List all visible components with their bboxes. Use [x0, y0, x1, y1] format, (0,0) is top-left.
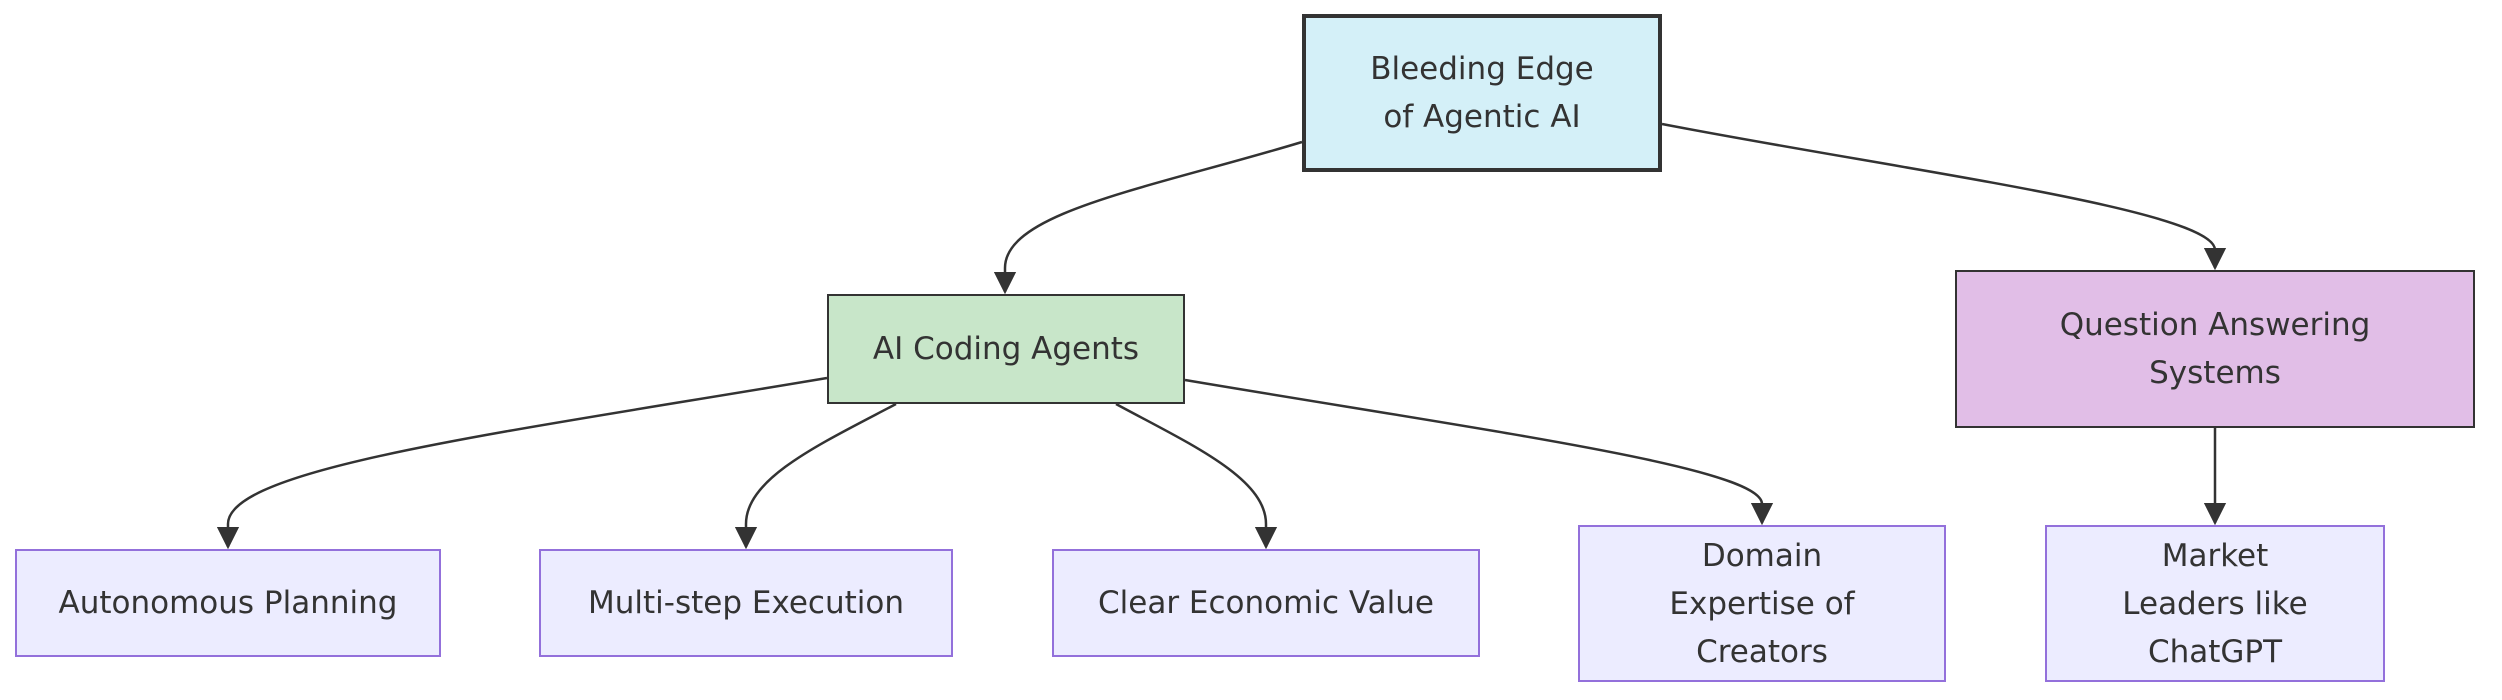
node-market-leaders-like-chatgpt: Market Leaders like ChatGPT — [2045, 525, 2385, 682]
node-question-answering-systems-label: Question Answering Systems — [2059, 307, 2371, 391]
node-multi-step-execution: Multi-step Execution — [539, 549, 953, 657]
edge-coding-to-autonomous-planning — [216, 376, 828, 550]
edge-coding-to-multi-step-execution — [734, 402, 897, 550]
edge-root-to-qa-systems — [1661, 122, 2227, 271]
node-bleeding-edge-agentic-ai: Bleeding Edge of Agentic AI — [1302, 14, 1662, 172]
node-autonomous-planning: Autonomous Planning — [15, 549, 441, 657]
node-multi-step-execution-label: Multi-step Execution — [588, 585, 904, 621]
node-market-leaders-like-chatgpt-label: Market Leaders like ChatGPT — [2122, 537, 2308, 670]
node-question-answering-systems: Question Answering Systems — [1955, 270, 2475, 428]
node-clear-economic-value: Clear Economic Value — [1052, 549, 1480, 657]
node-ai-coding-agents: AI Coding Agents — [827, 294, 1185, 404]
edge-root-to-coding-agents — [993, 140, 1303, 295]
node-autonomous-planning-label: Autonomous Planning — [58, 585, 398, 621]
node-clear-economic-value-label: Clear Economic Value — [1098, 585, 1434, 621]
node-domain-expertise-of-creators: Domain Expertise of Creators — [1578, 525, 1946, 682]
node-domain-expertise-of-creators-label: Domain Expertise of Creators — [1669, 537, 1855, 670]
node-bleeding-edge-agentic-ai-label: Bleeding Edge of Agentic AI — [1370, 51, 1594, 135]
edge-coding-to-economic-value — [1115, 402, 1278, 550]
node-ai-coding-agents-label: AI Coding Agents — [872, 331, 1140, 367]
edge-coding-to-domain-expertise — [1184, 378, 1774, 526]
